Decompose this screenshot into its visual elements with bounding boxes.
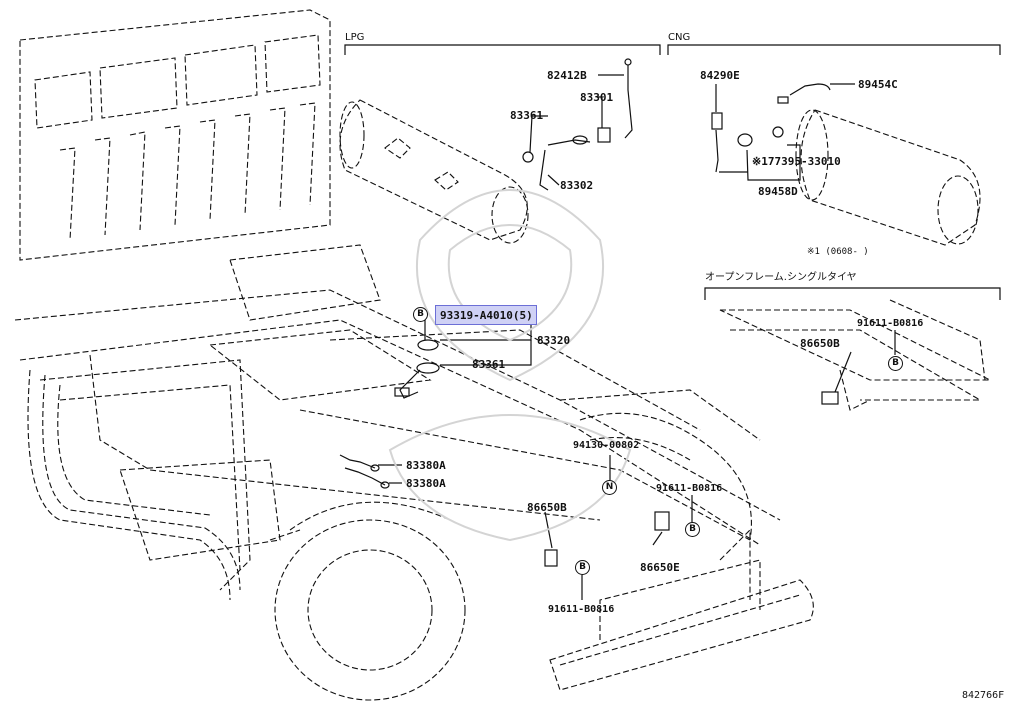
callout-b-icon: B — [575, 560, 590, 575]
part-177395[interactable]: ※177395-33010 — [752, 155, 841, 168]
section-cng: CNG — [668, 32, 691, 43]
part-83301[interactable]: 83301 — [580, 91, 614, 104]
part-91611-bottom[interactable]: 91611-B0816 — [548, 604, 615, 615]
part-83320[interactable]: 83320 — [537, 334, 571, 347]
bumper-drawing — [549, 528, 814, 691]
note-1: ※1 (0608- ) — [807, 247, 869, 257]
chassis-frame-drawing — [14, 244, 781, 591]
truck-cab-drawing — [19, 9, 331, 261]
part-93319[interactable]: 93319-A4010(5) — [440, 309, 533, 322]
part-83380a-1[interactable]: 83380A — [406, 459, 446, 472]
part-83361-mid[interactable]: 83361 — [472, 358, 506, 371]
part-82412b[interactable]: 82412B — [547, 69, 587, 82]
callout-b-icon: B — [888, 356, 903, 371]
bed-rail-drawing — [27, 369, 241, 601]
part-94130[interactable]: 94130-00802 — [573, 440, 640, 451]
lpg-tank-drawing — [339, 99, 529, 244]
part-86650b-center[interactable]: 86650B — [527, 501, 567, 514]
cng-bracket — [667, 44, 1001, 55]
callout-b-icon: B — [685, 522, 700, 537]
open-frame-inset-drawing — [719, 299, 991, 411]
diagram-code: 842766F — [962, 690, 1005, 701]
section-open-frame: オープンフレーム.シングルタイヤ — [705, 272, 857, 283]
part-91611-right-top[interactable]: 91611-B0816 — [857, 318, 924, 329]
wheel-drawing — [269, 501, 466, 701]
highlight-93319 — [435, 305, 537, 325]
cng-tank-drawing — [795, 109, 981, 246]
callout-b-icon: B — [413, 307, 428, 322]
part-86650b-right[interactable]: 86650B — [800, 337, 840, 350]
part-89458d[interactable]: 89458D — [758, 185, 798, 198]
part-83361-top[interactable]: 83361 — [510, 109, 544, 122]
part-83380a-2[interactable]: 83380A — [406, 477, 446, 490]
part-91611-mid[interactable]: 91611-B0816 — [656, 483, 723, 494]
part-83302[interactable]: 83302 — [560, 179, 594, 192]
part-84290e[interactable]: 84290E — [700, 69, 740, 82]
lpg-bracket — [344, 44, 661, 55]
open-frame-bracket — [704, 287, 1001, 300]
spare-tire-drawing — [579, 412, 752, 541]
part-86650e[interactable]: 86650E — [640, 561, 680, 574]
part-89454c[interactable]: 89454C — [858, 78, 898, 91]
callout-n-icon: N — [602, 480, 617, 495]
section-lpg: LPG — [345, 32, 365, 43]
